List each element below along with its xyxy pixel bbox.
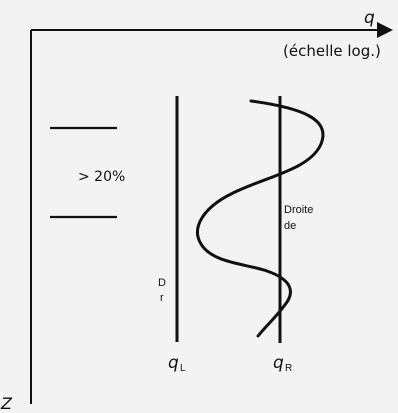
meander-curve xyxy=(196,99,325,338)
q-r-main-label: q xyxy=(273,353,284,373)
q-r-subscript-label: R xyxy=(285,363,292,374)
de-label: de xyxy=(284,220,296,232)
percent-label: > 20% xyxy=(78,169,125,185)
z-axis-label: Z xyxy=(0,394,13,413)
q-l-main-label: q xyxy=(168,353,179,373)
q-l-subscript-label: L xyxy=(180,363,186,374)
d-letter-label: D xyxy=(158,277,166,289)
r-letter-label: r xyxy=(160,292,164,304)
q-axis-label: q xyxy=(364,8,375,28)
log-scale-label: (échelle log.) xyxy=(283,42,381,60)
droite-label: Droite xyxy=(284,204,313,216)
